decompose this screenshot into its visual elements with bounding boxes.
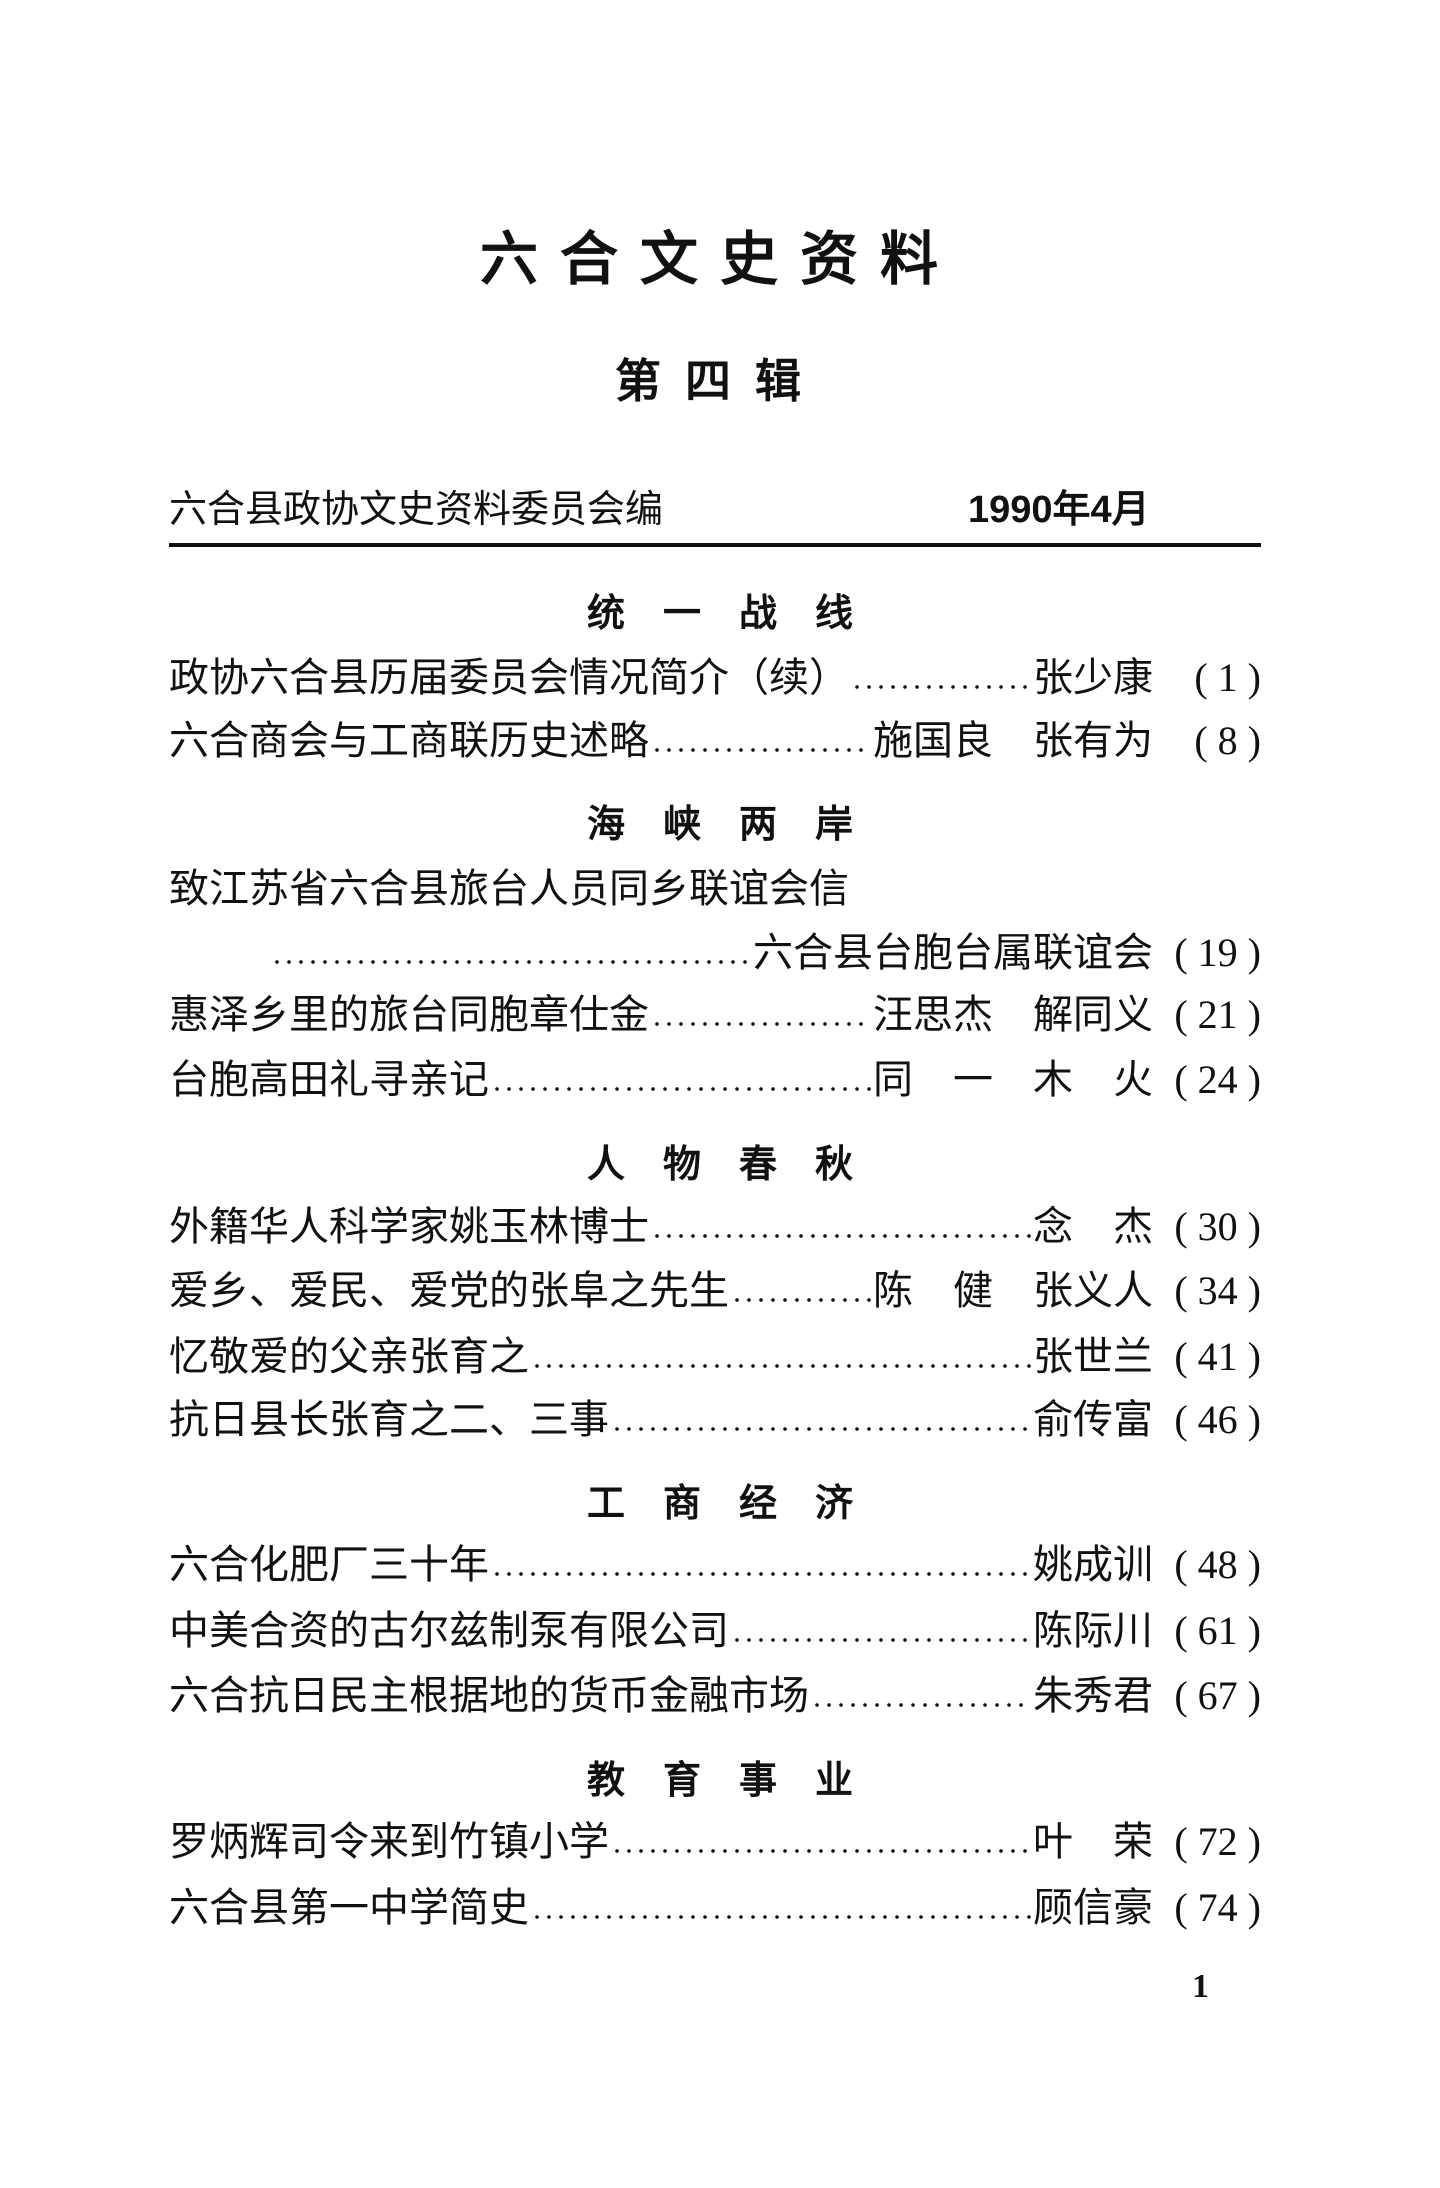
entry-author: 顾信豪: [1033, 1885, 1153, 1931]
entry-author: 陈际川: [1033, 1608, 1153, 1654]
entry-title: 致江苏省六合县旅台人员同乡联谊会信: [169, 866, 849, 912]
header-rule: [169, 543, 1261, 547]
toc-entry-title-line: 致江苏省六合县旅台人员同乡联谊会信: [169, 863, 1261, 915]
entry-page: ( 61 ): [1174, 1608, 1261, 1653]
section-heading: 统 一 战 线: [586, 591, 853, 635]
toc-entry: 抗日县长张育之二、三事 俞传富 ( 46 ): [169, 1394, 1261, 1446]
toc-entry: 六合商会与工商联历史述略 施国良 张有为 ( 8 ): [169, 715, 1261, 767]
entry-title: 六合县第一中学简史: [169, 1885, 529, 1931]
toc-entry: 惠泽乡里的旅台同胞章仕金 汪思杰 解同义 ( 21 ): [169, 989, 1261, 1041]
page-number: 1: [1192, 1968, 1209, 2005]
toc-entry: 罗炳辉司令来到竹镇小学 叶 荣 ( 72 ): [169, 1816, 1261, 1868]
entry-page: ( 19 ): [1174, 930, 1261, 975]
entry-author: 六合县台胞台属联谊会: [753, 930, 1153, 976]
publisher: 六合县政协文史资料委员会编: [169, 487, 664, 531]
entry-page: ( 34 ): [1174, 1268, 1261, 1313]
entry-author: 叶 荣: [1033, 1819, 1153, 1865]
toc-entry: 爱乡、爱民、爱党的张阜之先生 陈 健 张义人 ( 34 ): [169, 1265, 1261, 1317]
entry-page: ( 41 ): [1174, 1334, 1261, 1379]
entry-author: 念 杰: [1033, 1204, 1153, 1250]
entry-title: 政协六合县历届委员会情况简介（续）: [169, 655, 849, 701]
toc-entry: 忆敬爱的父亲张育之 张世兰 ( 41 ): [169, 1331, 1261, 1383]
toc-entry-continuation: 六合县台胞台属联谊会 ( 19 ): [169, 927, 1261, 979]
leader-dots: [271, 959, 751, 965]
toc-entry: 外籍华人科学家姚玉林博士 念 杰 ( 30 ): [169, 1201, 1261, 1253]
publication-date: 1990年4月: [968, 489, 1150, 531]
section-heading: 海 峡 两 岸: [586, 802, 853, 846]
section-heading: 人 物 春 秋: [586, 1142, 853, 1186]
toc-entry: 六合化肥厂三十年 姚成训 ( 48 ): [169, 1539, 1261, 1591]
entry-title: 六合商会与工商联历史述略: [169, 718, 649, 764]
leader-dots: [731, 1637, 1031, 1643]
entry-page: ( 72 ): [1174, 1819, 1261, 1864]
leader-dots: [531, 1363, 1031, 1369]
section-heading: 教 育 事 业: [586, 1758, 853, 1802]
volume-subtitle: 第四辑: [615, 354, 825, 408]
entry-author: 俞传富: [1033, 1397, 1153, 1443]
leader-dots: [811, 1702, 1031, 1708]
entry-author: 姚成训: [1033, 1542, 1153, 1588]
entry-title: 外籍华人科学家姚玉林博士: [169, 1204, 649, 1250]
toc-entry: 六合县第一中学简史 顾信豪 ( 74 ): [169, 1882, 1261, 1934]
leader-dots: [651, 1021, 871, 1027]
leader-dots: [851, 684, 1031, 690]
entry-page: ( 8 ): [1194, 718, 1261, 763]
entry-page: ( 24 ): [1174, 1057, 1261, 1102]
entry-author: 张世兰: [1033, 1334, 1153, 1380]
entry-title: 惠泽乡里的旅台同胞章仕金: [169, 992, 649, 1038]
leader-dots: [491, 1086, 871, 1092]
entry-title: 抗日县长张育之二、三事: [169, 1397, 609, 1443]
leader-dots: [731, 1297, 871, 1303]
entry-page: ( 1 ): [1194, 655, 1261, 700]
leader-dots: [651, 747, 871, 753]
entry-page: ( 21 ): [1174, 992, 1261, 1037]
entry-author: 汪思杰 解同义: [873, 992, 1153, 1038]
entry-title: 六合化肥厂三十年: [169, 1542, 489, 1588]
toc-entry: 政协六合县历届委员会情况简介（续） 张少康 ( 1 ): [169, 652, 1261, 704]
entry-title: 台胞高田礼寻亲记: [169, 1057, 489, 1103]
entry-title: 爱乡、爱民、爱党的张阜之先生: [169, 1268, 729, 1314]
leader-dots: [611, 1848, 1031, 1854]
leader-dots: [531, 1914, 1031, 1920]
entry-page: ( 48 ): [1174, 1542, 1261, 1587]
entry-title: 罗炳辉司令来到竹镇小学: [169, 1819, 609, 1865]
toc-entry: 六合抗日民主根据地的货币金融市场 朱秀君 ( 67 ): [169, 1670, 1261, 1722]
leader-dots: [611, 1426, 1031, 1432]
entry-title: 忆敬爱的父亲张育之: [169, 1334, 529, 1380]
toc-entry: 台胞高田礼寻亲记 同 一 木 火 ( 24 ): [169, 1054, 1261, 1106]
leader-dots: [491, 1571, 1031, 1577]
leader-dots: [651, 1233, 1031, 1239]
entry-author: 施国良 张有为: [873, 718, 1153, 764]
toc-entry: 中美合资的古尔兹制泵有限公司 陈际川 ( 61 ): [169, 1605, 1261, 1657]
book-title: 六合文史资料: [479, 225, 960, 293]
section-heading: 工 商 经 济: [586, 1481, 853, 1525]
entry-author: 张少康: [1033, 655, 1153, 701]
entry-page: ( 74 ): [1174, 1885, 1261, 1930]
entry-author: 同 一 木 火: [873, 1057, 1153, 1103]
entry-author: 朱秀君: [1033, 1673, 1153, 1719]
entry-title: 中美合资的古尔兹制泵有限公司: [169, 1608, 729, 1654]
entry-page: ( 30 ): [1174, 1204, 1261, 1249]
entry-page: ( 67 ): [1174, 1673, 1261, 1718]
entry-page: ( 46 ): [1174, 1397, 1261, 1442]
entry-title: 六合抗日民主根据地的货币金融市场: [169, 1673, 809, 1719]
entry-author: 陈 健 张义人: [873, 1268, 1153, 1314]
